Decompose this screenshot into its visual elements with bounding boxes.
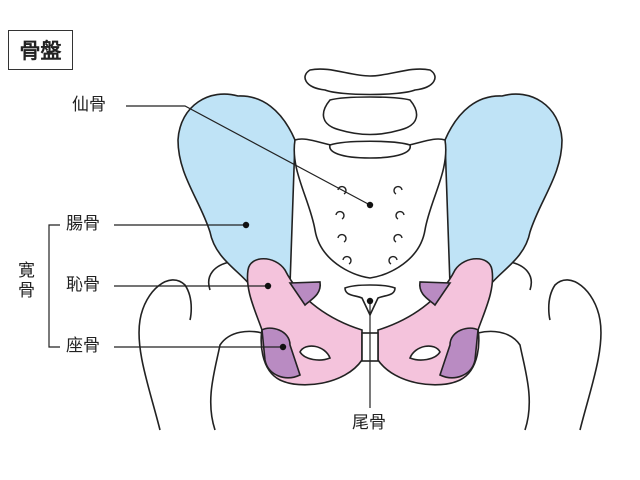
left-ilium xyxy=(177,93,296,286)
pubis-ischium xyxy=(246,257,494,386)
lumbar-vertebra xyxy=(304,68,436,159)
sacrum xyxy=(293,138,447,317)
label-dots xyxy=(242,201,374,351)
diagram-title: 骨盤 xyxy=(8,30,73,70)
label-ilium: 腸骨 xyxy=(66,214,100,234)
label-pubis: 恥骨 xyxy=(66,275,100,295)
label-ischium: 座骨 xyxy=(66,336,100,356)
right-ilium xyxy=(444,93,563,286)
label-coccyx: 尾骨 xyxy=(352,413,386,433)
leader-lines xyxy=(48,105,371,408)
label-sacrum: 仙骨 xyxy=(72,95,106,115)
label-hip-bone: 寛骨 xyxy=(18,261,35,301)
